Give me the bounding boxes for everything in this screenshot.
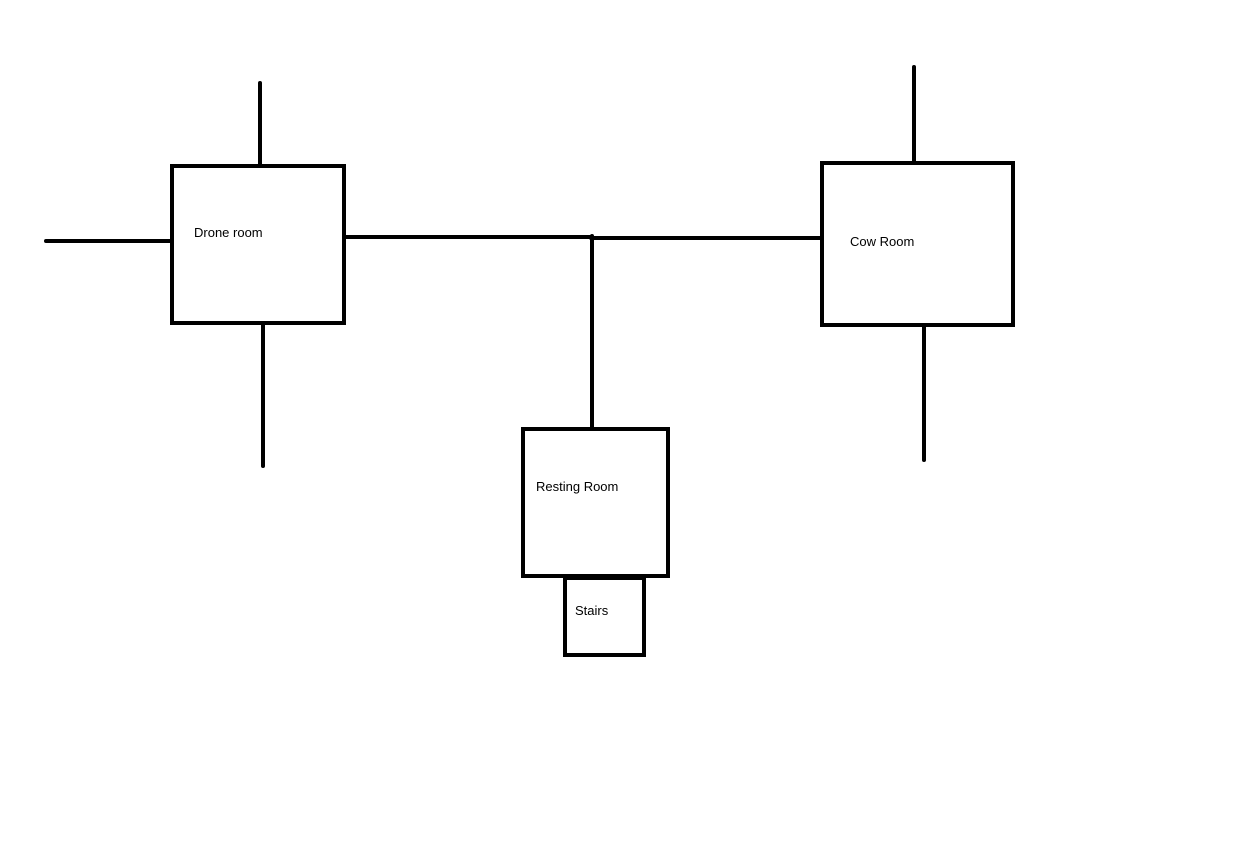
cow-room-box: [820, 161, 1015, 327]
resting-room-box: [521, 427, 670, 578]
drone-room-box: [170, 164, 346, 325]
rooms: [170, 161, 1015, 657]
corridors: [44, 65, 926, 468]
cow-room-label: Cow Room: [850, 234, 914, 249]
drone-room-label: Drone room: [194, 225, 263, 240]
resting-room-label: Resting Room: [536, 479, 618, 494]
stairs-box: [563, 576, 646, 657]
room-labels: Drone room Cow Room Resting Room Stairs: [194, 225, 914, 618]
stairs-label: Stairs: [575, 603, 609, 618]
